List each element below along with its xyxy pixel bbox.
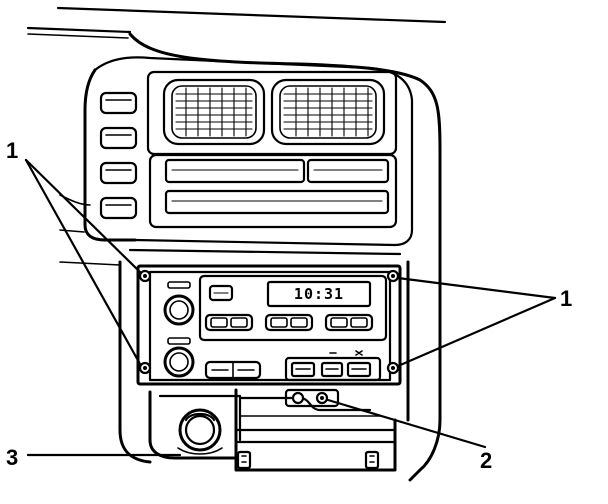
slot-upper-left (164, 158, 306, 184)
dash-top-edge (26, 6, 447, 39)
switch-3 (99, 161, 138, 185)
radio-knobs (163, 281, 195, 378)
hvac-controls (204, 350, 382, 382)
preset-buttons-right (324, 313, 374, 332)
slot-upper-right (306, 158, 390, 184)
left-air-vent (162, 78, 266, 146)
switch-4 (99, 196, 138, 220)
slot-lower (164, 189, 390, 215)
air-vents (146, 70, 398, 156)
switch-1 (99, 91, 138, 115)
leader-1-lower (24, 158, 142, 366)
storage-slots-panel (148, 153, 398, 229)
lower-console (148, 388, 397, 472)
callout-label-1-right: 1 (560, 286, 572, 311)
preset-buttons-middle (264, 313, 314, 332)
leader-2 (326, 398, 487, 449)
leader-1r-lower (396, 296, 557, 368)
volume-knob (163, 294, 195, 326)
callout-label-3: 3 (6, 445, 18, 470)
callout-leaders (24, 158, 557, 457)
cigarette-lighter (177, 408, 223, 455)
callout-label-1-left: 1 (6, 138, 18, 163)
leader-1-upper (24, 158, 142, 274)
mounting-screws (138, 269, 400, 375)
left-switch-column (99, 91, 138, 220)
clock-display-text: 10:31 (294, 285, 344, 303)
hvac-right-panel (284, 356, 382, 382)
radio-trim-plate (136, 264, 402, 386)
leader-1r-upper (396, 276, 557, 300)
switch-2 (99, 126, 138, 150)
electrical-connector (284, 388, 340, 408)
tune-knob (163, 346, 195, 378)
clock-display (266, 280, 372, 308)
right-air-vent (270, 78, 386, 146)
callout-label-2: 2 (480, 448, 492, 473)
radio-face: 10:31 (198, 274, 388, 342)
preset-buttons-left (204, 313, 254, 332)
radio-mode-button (208, 284, 234, 302)
center-stack-bezel (83, 32, 442, 482)
